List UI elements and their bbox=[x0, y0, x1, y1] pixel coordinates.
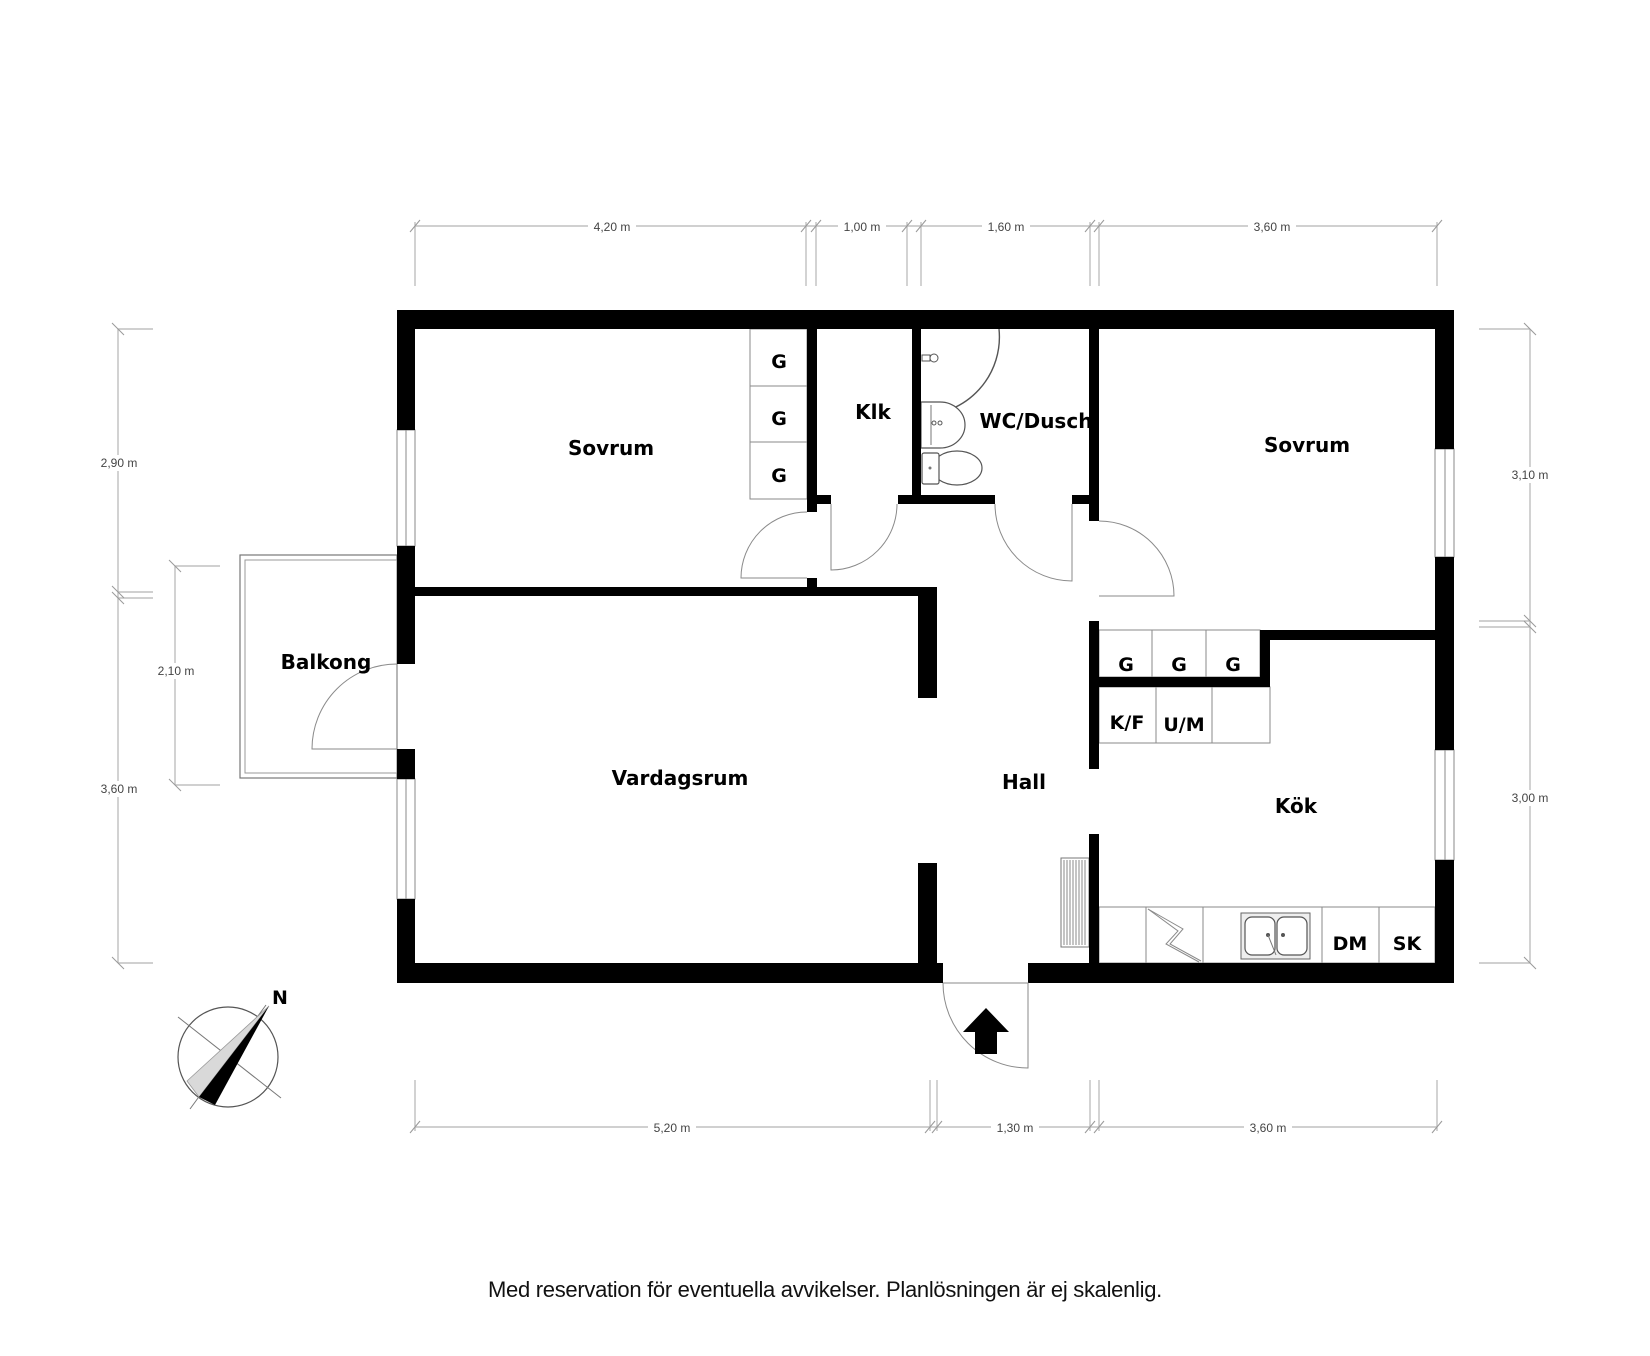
room-label-sovrum-1: Sovrum bbox=[568, 436, 654, 460]
dim-right-2: 3,00 m bbox=[1512, 791, 1549, 805]
dim-right-1: 3,10 m bbox=[1512, 468, 1549, 482]
shower-head-icon bbox=[921, 353, 939, 363]
dimensions-left: 2,90 m 3,60 m 2,10 m bbox=[96, 322, 220, 970]
dim-top-3: 1,60 m bbox=[988, 220, 1025, 234]
disclaimer: Med reservation för eventuella avvikelse… bbox=[488, 1277, 1162, 1302]
dim-balcony: 2,10 m bbox=[158, 664, 195, 678]
room-label-klk: Klk bbox=[855, 400, 891, 424]
closet-label: G bbox=[771, 465, 787, 487]
door-balcony bbox=[311, 663, 398, 750]
room-label-wc-dusch: WC/Dusch bbox=[980, 409, 1093, 433]
door-wc bbox=[994, 503, 1073, 582]
room-label-kok: Kök bbox=[1275, 794, 1318, 818]
dim-bottom-2: 1,30 m bbox=[997, 1121, 1034, 1135]
dim-left-1: 2,90 m bbox=[101, 456, 138, 470]
dimensions-top: 4,20 m 1,00 m 1,60 m 3,60 m bbox=[409, 218, 1443, 286]
closet-label: G bbox=[771, 408, 787, 430]
door-sovrum-2 bbox=[1098, 520, 1175, 597]
fixture-labels: G G G G G G K/F U/M DM SK bbox=[771, 351, 1422, 955]
walls bbox=[397, 310, 1454, 983]
closet-label: G bbox=[771, 351, 787, 373]
dim-bottom-3: 3,60 m bbox=[1250, 1121, 1287, 1135]
closet-label: G bbox=[1225, 654, 1241, 676]
dishwasher-label: DM bbox=[1333, 933, 1368, 955]
room-label-vardagsrum: Vardagsrum bbox=[612, 766, 749, 790]
radiator-icon bbox=[1060, 857, 1090, 948]
dim-top-2: 1,00 m bbox=[844, 220, 881, 234]
dim-bottom-1: 5,20 m bbox=[654, 1121, 691, 1135]
room-labels: Sovrum Klk WC/Dusch Sovrum Balkong Varda… bbox=[281, 400, 1350, 818]
stove-zigzag-icon bbox=[1147, 908, 1202, 962]
door-klk bbox=[830, 503, 898, 571]
dimensions-right: 3,10 m 3,00 m bbox=[1479, 322, 1553, 970]
fridge-freezer-label: K/F bbox=[1110, 712, 1145, 734]
cabinet-sk-label: SK bbox=[1393, 933, 1423, 955]
doors bbox=[311, 503, 1175, 1069]
entrance-arrow-icon bbox=[963, 1008, 1009, 1054]
washbasin-icon bbox=[920, 401, 966, 449]
dimensions-bottom: 5,20 m 1,30 m 3,60 m bbox=[409, 1080, 1443, 1135]
room-label-hall: Hall bbox=[1002, 770, 1046, 794]
dim-top-4: 3,60 m bbox=[1254, 220, 1291, 234]
dim-left-2: 3,60 m bbox=[101, 782, 138, 796]
room-label-balkong: Balkong bbox=[281, 650, 372, 674]
door-entrance bbox=[942, 982, 1029, 1069]
microwave-oven-label: U/M bbox=[1163, 714, 1204, 736]
closet-label: G bbox=[1118, 654, 1134, 676]
door-sovrum-1 bbox=[740, 511, 808, 579]
compass-icon: N bbox=[177, 987, 288, 1110]
room-label-sovrum-2: Sovrum bbox=[1264, 433, 1350, 457]
compass-north-label: N bbox=[272, 987, 288, 1009]
dim-top-1: 4,20 m bbox=[594, 220, 631, 234]
closet-label: G bbox=[1171, 654, 1187, 676]
toilet-icon bbox=[921, 450, 983, 486]
